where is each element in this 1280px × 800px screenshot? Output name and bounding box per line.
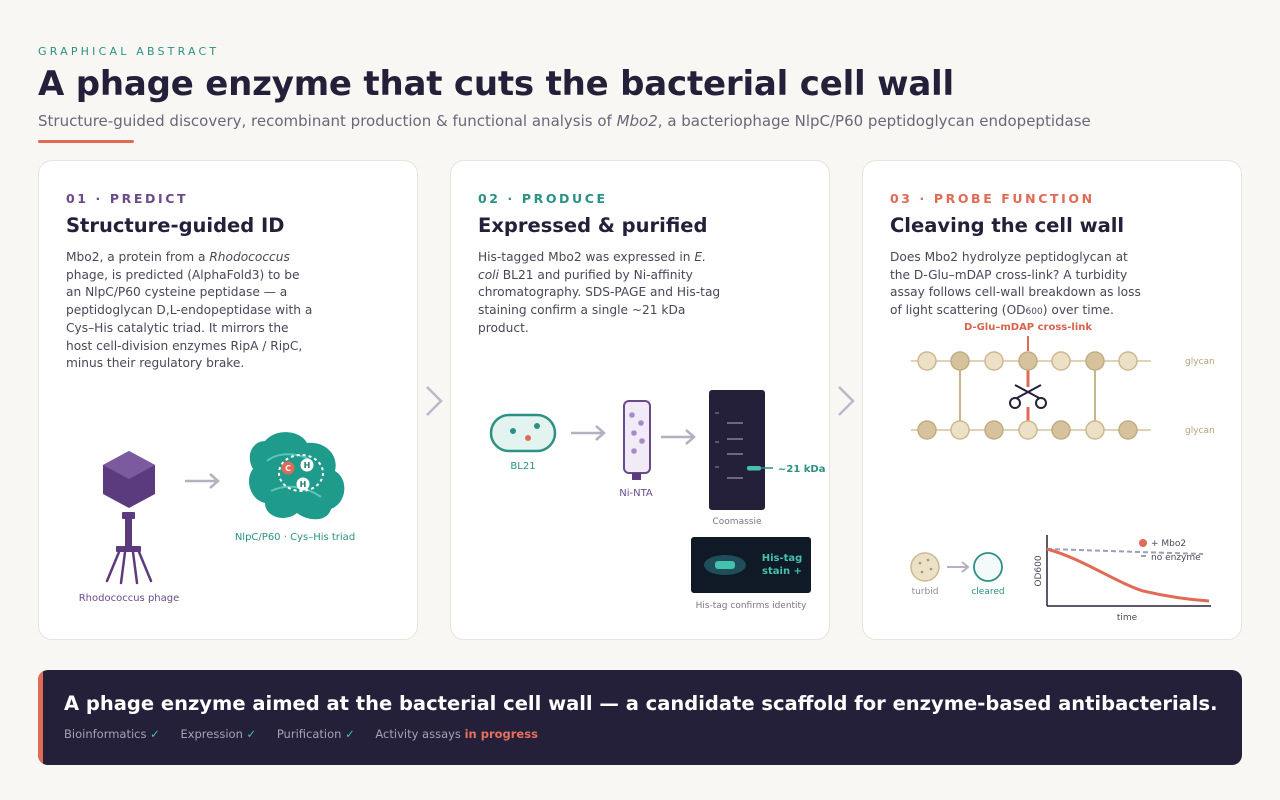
status-item: Expression ✓	[180, 727, 256, 741]
arrow-right-icon	[571, 425, 606, 441]
crosslink-label: D-Glu–mDAP cross-link	[964, 322, 1092, 333]
enzyme-label: NlpC/P60 · Cys–His triad	[235, 532, 355, 543]
panel-heading: Cleaving the cell wall	[890, 214, 1125, 237]
cell-label: BL21	[510, 461, 535, 472]
od-chart: OD600 time + Mbo2 no enzyme	[1034, 535, 1211, 623]
progress-status: Bioinformatics ✓ Expression ✓ Purificati…	[64, 727, 555, 741]
column-label: Ni-NTA	[619, 488, 653, 499]
header-kicker: GRAPHICAL ABSTRACT	[38, 45, 220, 58]
cleared-tube-icon	[973, 552, 1003, 582]
panel-body: Mbo2, a protein from a Rhodococcus phage…	[66, 249, 318, 373]
status-label: Purification	[276, 727, 342, 741]
turbid-label: turbid	[912, 587, 939, 597]
body-text: BL21 and purified by Ni-affinity chromat…	[478, 267, 721, 335]
check-icon: ✓	[345, 727, 355, 741]
scissors-icon	[1009, 384, 1047, 409]
status-label: Expression	[180, 727, 243, 741]
panel-predict: 01 · PREDICT Structure-guided ID Mbo2, a…	[38, 160, 418, 640]
panel-heading: Expressed & purified	[478, 214, 708, 237]
glycan-label: glycan	[1185, 426, 1215, 436]
panel-produce: 02 · PRODUCE Expressed & purified His-ta…	[450, 160, 830, 640]
arrow-right-icon	[185, 473, 220, 489]
status-badge: in progress	[464, 727, 538, 741]
panel-number: 02 · PRODUCE	[478, 191, 608, 206]
y-axis-label: OD600	[1034, 555, 1044, 586]
probe-illustration: D-Glu–mDAP cross-link	[910, 322, 1215, 623]
mbo2-curve	[1046, 547, 1210, 603]
body-subscript: 600	[1025, 307, 1043, 318]
gel-label: Coomassie	[713, 517, 762, 527]
summary-banner: A phage enzyme aimed at the bacterial ce…	[38, 670, 1242, 765]
predict-illustration: C H H Rhodococcus phage NlpC/P60 · Cys–H…	[79, 432, 355, 604]
arrow-right-icon	[947, 561, 970, 573]
subtitle-enzyme-name: Mbo2	[616, 112, 658, 130]
bacterium-icon	[489, 413, 557, 453]
status-item: Bioinformatics ✓	[64, 727, 160, 741]
body-text: phage, is predicted (AlphaFold3) to be a…	[66, 267, 313, 371]
blot-label: His-tag	[762, 553, 803, 564]
column-icon	[623, 400, 651, 480]
panel-heading: Structure-guided ID	[66, 214, 285, 237]
panel-number: 01 · PREDICT	[66, 191, 189, 206]
banner-accent	[38, 670, 43, 765]
check-icon: ✓	[246, 727, 257, 741]
blot-label: stain +	[762, 566, 802, 577]
x-axis-label: time	[1117, 613, 1138, 623]
body-emphasis: Rhodococcus	[209, 250, 290, 264]
panel-probe: 03 · PROBE FUNCTION Cleaving the cell wa…	[862, 160, 1242, 640]
page-subtitle: Structure-guided discovery, recombinant …	[38, 112, 1091, 130]
body-text: Does Mbo2 hydrolyze peptidoglycan at the…	[890, 250, 1141, 318]
status-label: Activity assays	[375, 727, 461, 741]
residue-label: H	[300, 480, 307, 489]
subtitle-text-post: , a bacteriophage NlpC/P60 peptidoglycan…	[657, 112, 1091, 130]
peptidoglycan-diagram	[911, 351, 1151, 440]
subtitle-text-pre: Structure-guided discovery, recombinant …	[38, 112, 617, 130]
produce-illustration: BL21 Ni-NTA	[489, 390, 825, 611]
body-text: ) over time.	[1042, 303, 1114, 318]
status-label: Bioinformatics	[64, 727, 147, 741]
panel-body: Does Mbo2 hydrolyze peptidoglycan at the…	[890, 249, 1142, 322]
title-underline	[38, 140, 134, 143]
banner-title: A phage enzyme aimed at the bacterial ce…	[64, 692, 1218, 715]
panel-body: His-tagged Mbo2 was expressed in E. coli…	[478, 249, 730, 338]
cleared-label: cleared	[971, 587, 1004, 597]
body-text: His-tagged Mbo2 was expressed in	[478, 250, 695, 264]
chevron-right-icon	[426, 386, 443, 416]
glycan-label: glycan	[1185, 357, 1215, 367]
turbid-tube-icon	[910, 552, 940, 582]
arrow-right-icon	[661, 429, 696, 445]
legend-mbo2: + Mbo2	[1151, 539, 1186, 549]
status-item: Activity assays in progress	[375, 727, 538, 741]
page-title: A phage enzyme that cuts the bacterial c…	[38, 64, 954, 104]
body-emphasis: E. coli	[478, 250, 706, 282]
residue-label: C	[285, 464, 291, 473]
phage-icon	[103, 451, 155, 585]
phage-label: Rhodococcus phage	[79, 593, 180, 604]
body-text: Mbo2, a protein from a	[66, 250, 210, 264]
protein-structure-icon: C H H	[249, 432, 345, 520]
legend-no-enzyme: no enzyme	[1151, 553, 1201, 563]
no-enzyme-curve	[1046, 548, 1204, 555]
blot-caption: His-tag confirms identity	[696, 601, 808, 611]
blot-icon: His-tag stain +	[691, 537, 811, 593]
residue-label: H	[304, 461, 311, 470]
status-item: Purification ✓	[277, 727, 355, 741]
band-label: ~21 kDa	[778, 464, 825, 475]
chevron-right-icon	[838, 386, 855, 416]
gel-icon	[709, 390, 773, 510]
check-icon: ✓	[150, 727, 160, 741]
panel-number: 03 · PROBE FUNCTION	[890, 191, 1095, 206]
